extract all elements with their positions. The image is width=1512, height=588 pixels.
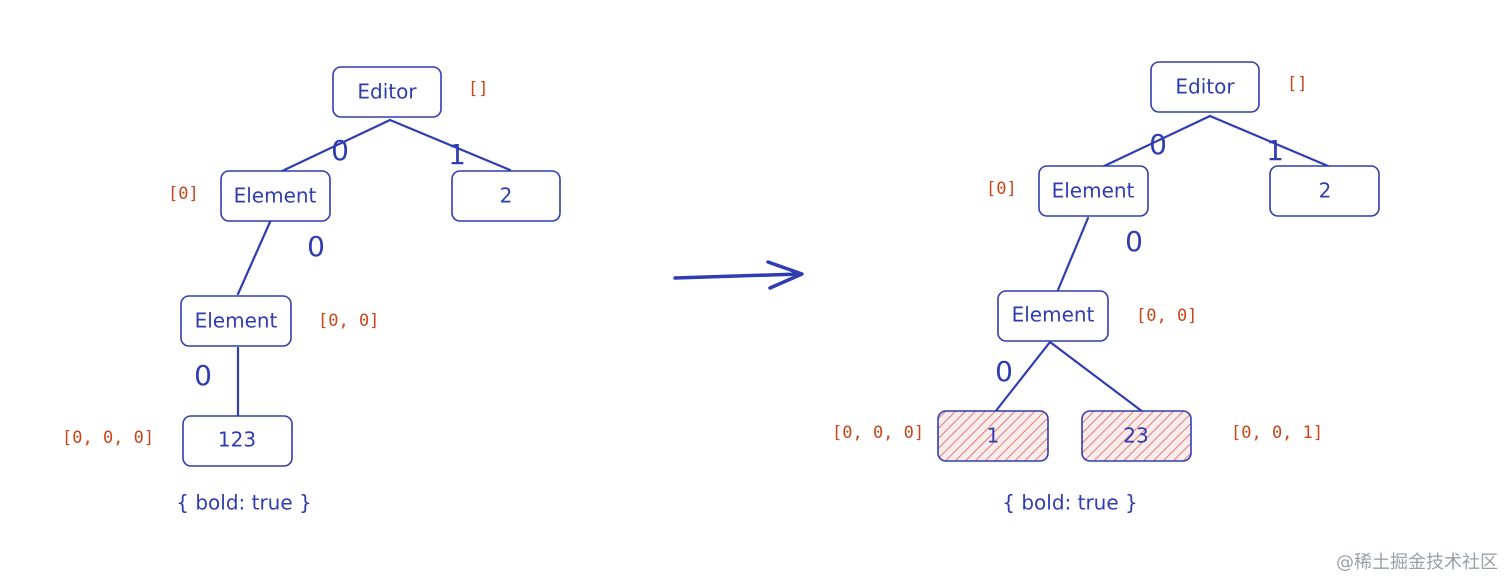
left-edge-editor-leaf <box>388 118 512 172</box>
left-node-text: 123 <box>182 415 293 467</box>
right-node-text-2-label: 23 <box>1123 424 1148 448</box>
left-node-text-label: 123 <box>218 428 256 452</box>
left-tree: 0 1 0 0 Editor [] Element [0] 2 Element … <box>62 66 561 515</box>
arrow-shaft <box>673 272 802 280</box>
left-path-text: [0, 0, 0] <box>62 428 154 448</box>
left-path-element-0: [0] <box>168 184 199 204</box>
left-path-editor: [] <box>468 79 488 99</box>
left-path-element-00: [0, 0] <box>318 311 379 331</box>
right-path-editor: [] <box>1287 74 1307 94</box>
left-node-element-00-label: Element <box>195 309 278 333</box>
right-edge-label-1: 1 <box>1266 134 1284 167</box>
left-node-element-0-label: Element <box>234 184 317 208</box>
right-path-element-0: [0] <box>986 179 1017 199</box>
right-node-editor: Editor <box>1150 61 1260 113</box>
left-edge-label-text-0: 0 <box>194 359 212 392</box>
left-node-element-00: Element <box>180 295 292 347</box>
right-path-element-00: [0, 0] <box>1136 306 1197 326</box>
left-node-editor: Editor <box>332 66 442 118</box>
right-path-text-1: [0, 0, 0] <box>832 423 924 443</box>
left-edge-editor-element <box>278 118 392 174</box>
right-node-text-1: 1 <box>937 410 1049 462</box>
right-node-element-0: Element <box>1038 165 1149 217</box>
right-edge-label-text-0: 0 <box>995 355 1013 388</box>
left-node-leaf-2-label: 2 <box>500 184 513 208</box>
right-node-element-00-label: Element <box>1012 303 1095 327</box>
left-node-leaf-2: 2 <box>451 170 561 222</box>
right-edge-editor-element <box>1098 114 1212 170</box>
right-edge-element-text1 <box>993 340 1052 414</box>
watermark-text: @稀土掘金技术社区 <box>1336 552 1498 573</box>
right-edge-label-0: 0 <box>1149 128 1167 161</box>
transform-arrow <box>673 260 804 290</box>
right-node-leaf-2: 2 <box>1269 165 1380 217</box>
left-edge-element-element <box>236 220 272 296</box>
right-node-editor-label: Editor <box>1175 75 1235 99</box>
left-edge-label-element-0: 0 <box>307 230 325 263</box>
left-edge-label-1: 1 <box>448 138 466 171</box>
right-edge-label-element-0: 0 <box>1125 225 1143 258</box>
left-mark: { bold: true } <box>176 491 312 515</box>
right-node-text-1-label: 1 <box>987 424 1000 448</box>
arrow-head <box>766 260 804 290</box>
right-node-leaf-2-label: 2 <box>1319 179 1332 203</box>
right-node-element-00: Element <box>997 290 1109 342</box>
right-mark: { bold: true } <box>1002 491 1138 515</box>
left-edge-label-0: 0 <box>331 134 349 167</box>
right-node-text-2: 23 <box>1081 410 1192 462</box>
right-tree: 0 1 0 0 Editor [] Element [0] 2 Element … <box>832 61 1380 515</box>
right-node-element-0-label: Element <box>1052 179 1135 203</box>
left-node-editor-label: Editor <box>357 80 417 104</box>
right-edge-element-element <box>1056 216 1090 292</box>
left-node-element-0: Element <box>220 170 331 222</box>
right-path-text-2: [0, 0, 1] <box>1231 423 1323 443</box>
right-edge-element-text2 <box>1048 340 1145 414</box>
right-edge-editor-leaf <box>1208 114 1330 168</box>
